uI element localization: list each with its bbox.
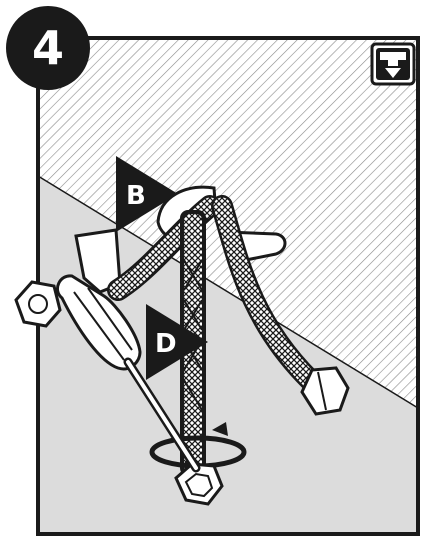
socket-nut <box>174 462 224 506</box>
callout-d: D <box>146 304 208 380</box>
hex-nut-right-hose <box>300 366 350 416</box>
hex-nut-left-hose <box>14 280 62 328</box>
step-number: 4 <box>32 21 64 75</box>
callout-d-label: D <box>155 329 177 359</box>
callout-b: B <box>116 156 178 232</box>
step-badge: 4 <box>6 6 90 90</box>
screwdriver <box>56 274 201 473</box>
braided-hose-right <box>211 195 321 391</box>
callout-b-label: B <box>126 181 146 211</box>
faucet-install-icon <box>370 42 416 86</box>
